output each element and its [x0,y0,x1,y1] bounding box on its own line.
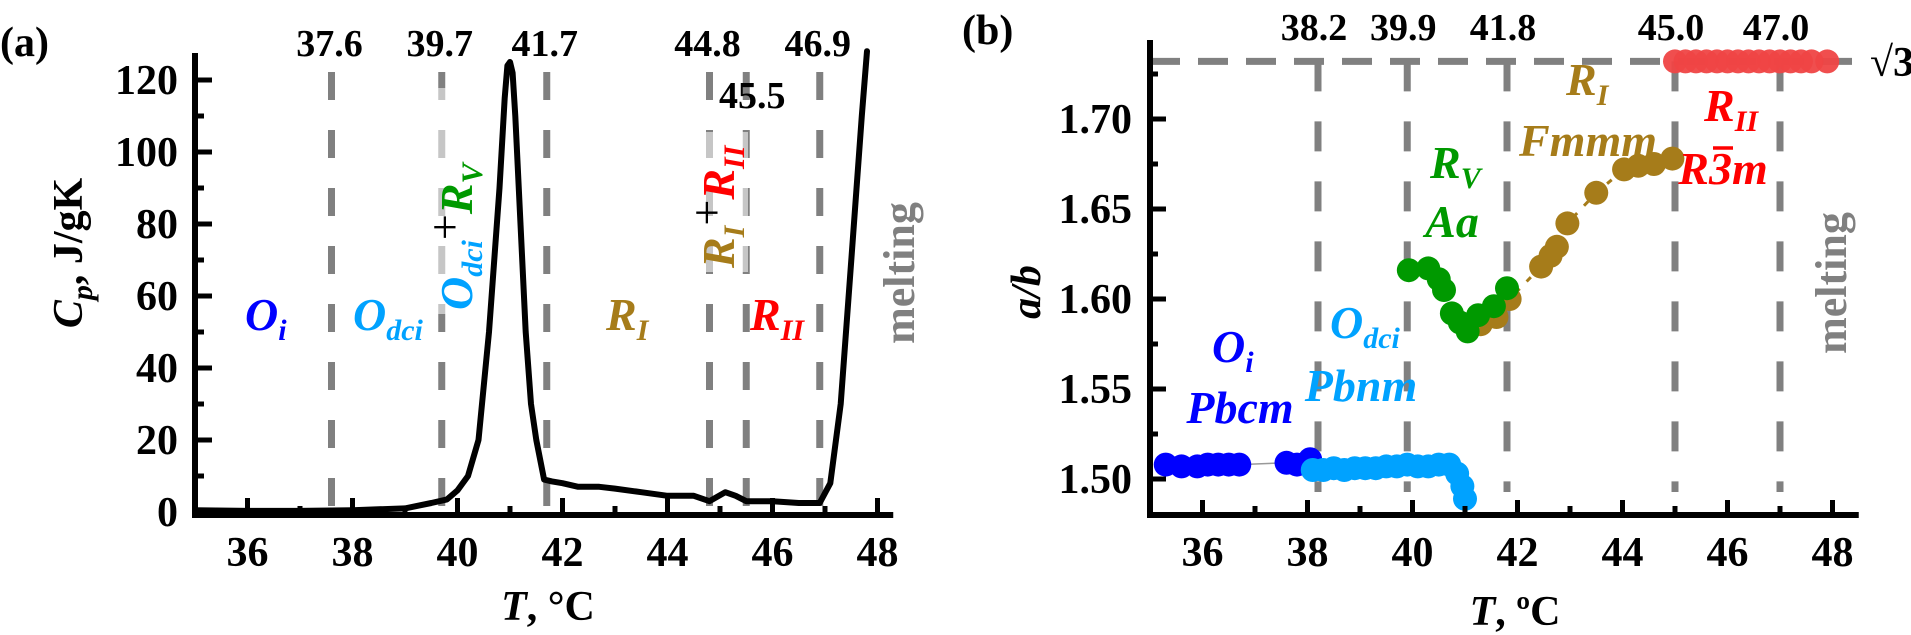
data-point [1815,49,1840,74]
data-point [1396,258,1421,283]
data-point [1584,180,1609,205]
series-RII_points [1663,49,1840,74]
transition-label: 44.8 [674,23,741,65]
data-point [1453,486,1477,511]
x-tick-label: 40 [1392,530,1434,576]
data-points [1153,49,1840,511]
transition-labels: 38.2 39.9 41.8 45.0 47.0 [1281,7,1810,49]
y-tick-label: 1.50 [1059,457,1133,503]
y-tick-label: 20 [136,418,178,464]
data-point [1495,276,1519,301]
space-group-pbnm: Pbnm [1304,360,1417,411]
phase-label-rii: RII [1703,80,1759,138]
transition-label: 45.0 [1638,7,1705,49]
axes [192,53,894,518]
y-tick-label: 1.65 [1059,187,1133,233]
transition-label: 45.5 [719,75,786,117]
data-point [1642,152,1666,176]
x-tick-label: 42 [542,530,584,576]
melting-label: melting [875,202,924,344]
transition-label: 47.0 [1743,7,1810,49]
x-tick-label: 48 [857,530,899,576]
x-tick-label: 46 [752,530,794,576]
label-backdrop [428,88,476,314]
x-tick-label: 36 [1182,530,1224,576]
y-tick-label: 100 [115,130,178,176]
phase-label-oi: Oi [1212,321,1254,379]
melting-label: melting [1807,212,1856,354]
phase-label-odci: Odci [1330,297,1401,355]
transition-label: 37.6 [296,23,363,65]
x-axis-label: T, ºC [1470,589,1561,635]
tick-labels: 36 38 40 42 44 46 48 0 20 40 60 80 100 120 [115,58,899,576]
x-tick-label: 38 [1287,530,1329,576]
phase-label-ri: RI [1565,54,1610,112]
y-tick-label: 1.55 [1059,367,1133,413]
x-tick-label: 38 [332,530,374,576]
sqrt3-label: √3 [1870,40,1911,86]
y-tick-label: 120 [115,58,178,104]
phase-label-ri: RI [605,289,650,347]
transition-label: 39.9 [1370,7,1437,49]
x-tick-label: 44 [647,530,689,576]
space-group-fmmm: Fmmm [1518,115,1657,166]
label-backdrop [698,132,748,272]
transition-label: 39.7 [407,23,474,65]
data-point [1544,234,1569,259]
tick-labels: 36 38 40 42 44 46 48 1.50 1.55 1.60 1.65 1.70 [1059,97,1854,576]
phase-label-rv: RV [1429,137,1484,195]
transition-label: 46.9 [785,23,852,65]
y-tick-label: 80 [136,202,178,248]
panel-label-a: (a) [0,20,49,66]
panel-label-b: (b) [962,8,1013,54]
data-point [1227,452,1252,477]
phase-label-rii: RII [749,289,805,347]
phase-label-oi: Oi [245,289,287,347]
x-tick-label: 36 [227,530,269,576]
y-tick-label: 60 [136,274,178,320]
phase-label-odci-plus-rv: Odci+RV [419,160,489,310]
transition-labels: 37.6 39.7 41.7 44.8 45.5 46.9 [296,23,851,117]
series-Odci [1300,452,1477,511]
x-tick-label: 44 [1602,530,1644,576]
x-axis-label: T, °C [501,584,595,630]
data-point [1432,278,1456,302]
x-tick-label: 48 [1812,530,1854,576]
series-Oi [1153,447,1323,479]
data-point [1481,294,1506,319]
space-group-pbcm: Pbcm [1185,382,1293,433]
transition-label: 41.7 [512,23,579,65]
transition-label: 41.8 [1470,7,1537,49]
x-tick-label: 46 [1707,530,1749,576]
space-group-aa: Aa [1422,196,1479,247]
axes [1147,40,1859,518]
x-tick-label: 40 [437,530,479,576]
space-group-r-3m: R3m [1677,143,1767,194]
phase-label-odci: Odci [353,289,424,347]
x-tick-label: 42 [1497,530,1539,576]
panel-a-cp-chart: 36 38 40 42 44 46 48 0 20 40 60 80 100 120 37.6 39.7 41… [0,20,924,630]
transition-label: 38.2 [1281,7,1348,49]
cp-curve-group [192,48,870,514]
data-point [1660,146,1685,171]
data-point [1555,211,1580,236]
y-axis-label: Cp, J/gK [46,177,99,328]
y-tick-label: 1.70 [1059,97,1133,143]
y-axis-label: a/b [1004,265,1050,319]
series-RV [1396,256,1519,344]
y-tick-label: 0 [157,490,178,536]
y-tick-label: 1.60 [1059,277,1133,323]
cp-curve [192,48,870,514]
y-tick-label: 40 [136,346,178,392]
phase-label-ri-plus-rii: RI+RII [681,144,751,269]
